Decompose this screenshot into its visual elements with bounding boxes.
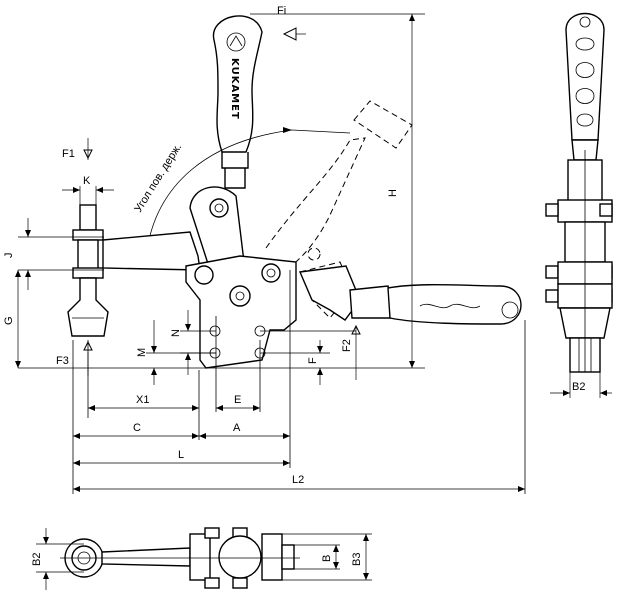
label-b2-side: B2: [572, 381, 585, 393]
label-f: F: [307, 357, 319, 364]
label-fi: Fi: [277, 5, 286, 17]
label-a: A: [233, 422, 241, 434]
label-l: L: [178, 449, 184, 461]
clamp-body: [185, 186, 297, 369]
label-b: B: [321, 555, 333, 562]
side-view: [545, 12, 613, 373]
spindle: [67, 204, 109, 337]
label-x1: X1: [136, 394, 149, 406]
label-f1: F1: [62, 148, 75, 160]
angle-label: Угол пов. держ.: [132, 141, 184, 214]
label-f3: F3: [56, 355, 69, 367]
label-b2-bottom: B2: [31, 553, 43, 566]
top-view: [60, 527, 300, 589]
label-m: M: [136, 348, 148, 357]
vertical-handle: [212, 15, 263, 189]
label-c: C: [133, 422, 141, 434]
label-j: J: [3, 253, 15, 259]
label-n: N: [170, 329, 182, 337]
dimensions-front: [15, 13, 525, 492]
brand-logo-text: KUKAMET: [229, 58, 240, 120]
dimensions-top: [36, 528, 372, 590]
dimension-labels: Fi F1 K H J G N M F F2 F3 X1 E C A L L2 …: [3, 5, 585, 566]
horizontal-handle: [298, 265, 522, 325]
label-h: H: [387, 189, 399, 197]
label-k: K: [83, 175, 91, 187]
label-f2: F2: [341, 339, 353, 352]
label-e: E: [234, 394, 241, 406]
dimensions-side: [550, 372, 612, 398]
label-b3: B3: [351, 553, 363, 566]
label-l2: L2: [292, 474, 304, 486]
label-g: G: [3, 316, 15, 325]
clamp-arm: [102, 231, 201, 271]
